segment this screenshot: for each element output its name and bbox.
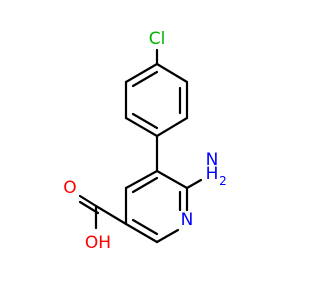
amine-hydrogen-label: H	[206, 164, 219, 184]
ring-nitrogen-label: N	[181, 210, 194, 230]
bond	[155, 62, 189, 84]
amine-nitrogen-label: N	[206, 150, 219, 170]
bond	[131, 218, 159, 236]
bond	[131, 112, 159, 130]
bond-group	[78, 48, 203, 244]
bond	[131, 70, 159, 88]
hydroxyl-label: OH	[85, 233, 111, 253]
bond	[124, 169, 159, 190]
bond	[78, 194, 98, 208]
bond	[155, 228, 180, 244]
structure-canvas: Cl N H 2 N O OH	[63, 29, 227, 253]
bond	[185, 178, 203, 190]
molecule-structure: Cl N H 2 N O OH	[63, 29, 227, 253]
bond	[124, 116, 159, 138]
bond	[155, 169, 189, 190]
bond	[124, 62, 159, 84]
bond	[131, 176, 159, 194]
amine-hydrogen-count-label: 2	[219, 174, 227, 188]
carbonyl-oxygen-label: O	[63, 178, 76, 198]
bond	[124, 222, 159, 244]
bond	[94, 204, 128, 226]
chlorine-label: Cl	[149, 29, 166, 49]
bond	[155, 116, 189, 138]
